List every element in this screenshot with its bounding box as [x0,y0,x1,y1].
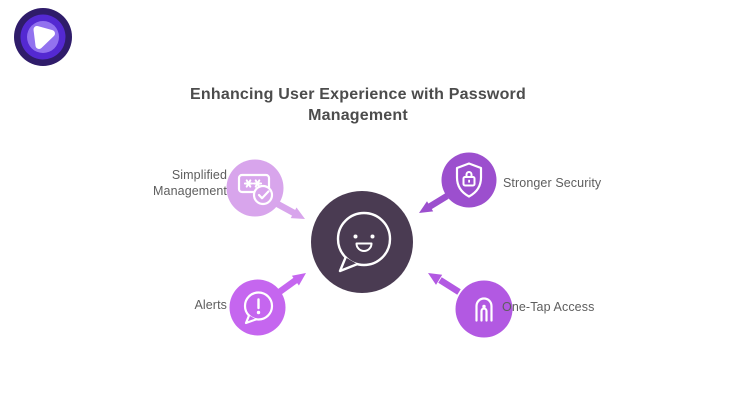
label-alerts: Alerts [194,298,227,312]
arrow-security-to-center [419,193,449,213]
brand-logo pick-shield-logo-icon [14,8,72,66]
arrow-onetap-to-center [428,273,461,295]
node-simplified-management password-check-icon [226,159,284,217]
label-one-tap-access: One-Tap Access [502,300,595,314]
page-title: Enhancing User Experience with Password … [190,86,526,124]
label-simplified-management: Simplified Management [153,168,227,198]
node-one-tap-access fingerprint-tap-icon [455,280,513,338]
arrow-alerts-to-center [276,273,306,296]
center-hub smiley-speech-bubble-icon [311,191,413,293]
password-asterisks [243,179,263,188]
node-stronger-security shield-lock-icon [441,152,497,208]
node-alerts alert-speech-bubble-icon [229,279,286,336]
label-stronger-security: Stronger Security [503,176,602,190]
